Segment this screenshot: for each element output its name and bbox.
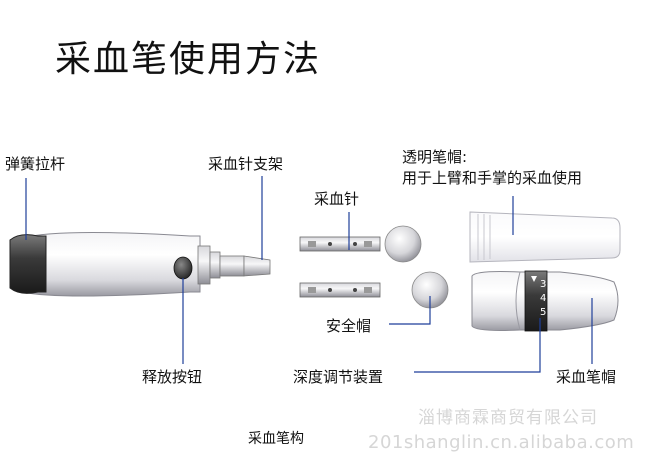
label-pen-cap: 采血笔帽 [556, 368, 617, 386]
depth-number-4: 4 [540, 293, 547, 304]
pen-cap [471, 270, 619, 332]
pen-body [9, 231, 271, 297]
spring-lever [9, 234, 47, 294]
lancet-top [299, 236, 381, 252]
label-lancet: 采血针 [314, 190, 360, 208]
lancet-bottom [299, 282, 381, 298]
label-transparent-cap-line2: 用于上臂和手掌的采血使用 [402, 169, 583, 187]
diagram-caption: 采血笔构 [248, 431, 304, 447]
depth-number-5: 5 [540, 307, 547, 318]
label-depth-adjuster: 深度调节装置 [293, 368, 384, 386]
page-title: 采血笔使用方法 [55, 39, 322, 80]
label-transparent-cap-line1: 透明笔帽: [402, 148, 468, 166]
label-safety-cap: 安全帽 [326, 317, 372, 335]
transparent-cap [469, 211, 621, 263]
label-release-button: 释放按钮 [142, 368, 203, 386]
label-lancet-holder: 采血针支架 [208, 155, 284, 173]
safety-cap-disc-top [384, 225, 422, 263]
lancet-holder [219, 255, 245, 277]
watermark-url: 201shanglin.cn.alibaba.com [368, 432, 635, 453]
label-spring-lever: 弹簧拉杆 [5, 155, 66, 173]
watermark-company: 淄博商霖商贸有限公司 [418, 408, 598, 428]
release-button [173, 256, 193, 280]
leader-lines [25, 176, 593, 373]
depth-number-3: 3 [540, 279, 547, 290]
depth-adjuster-band [524, 270, 548, 332]
